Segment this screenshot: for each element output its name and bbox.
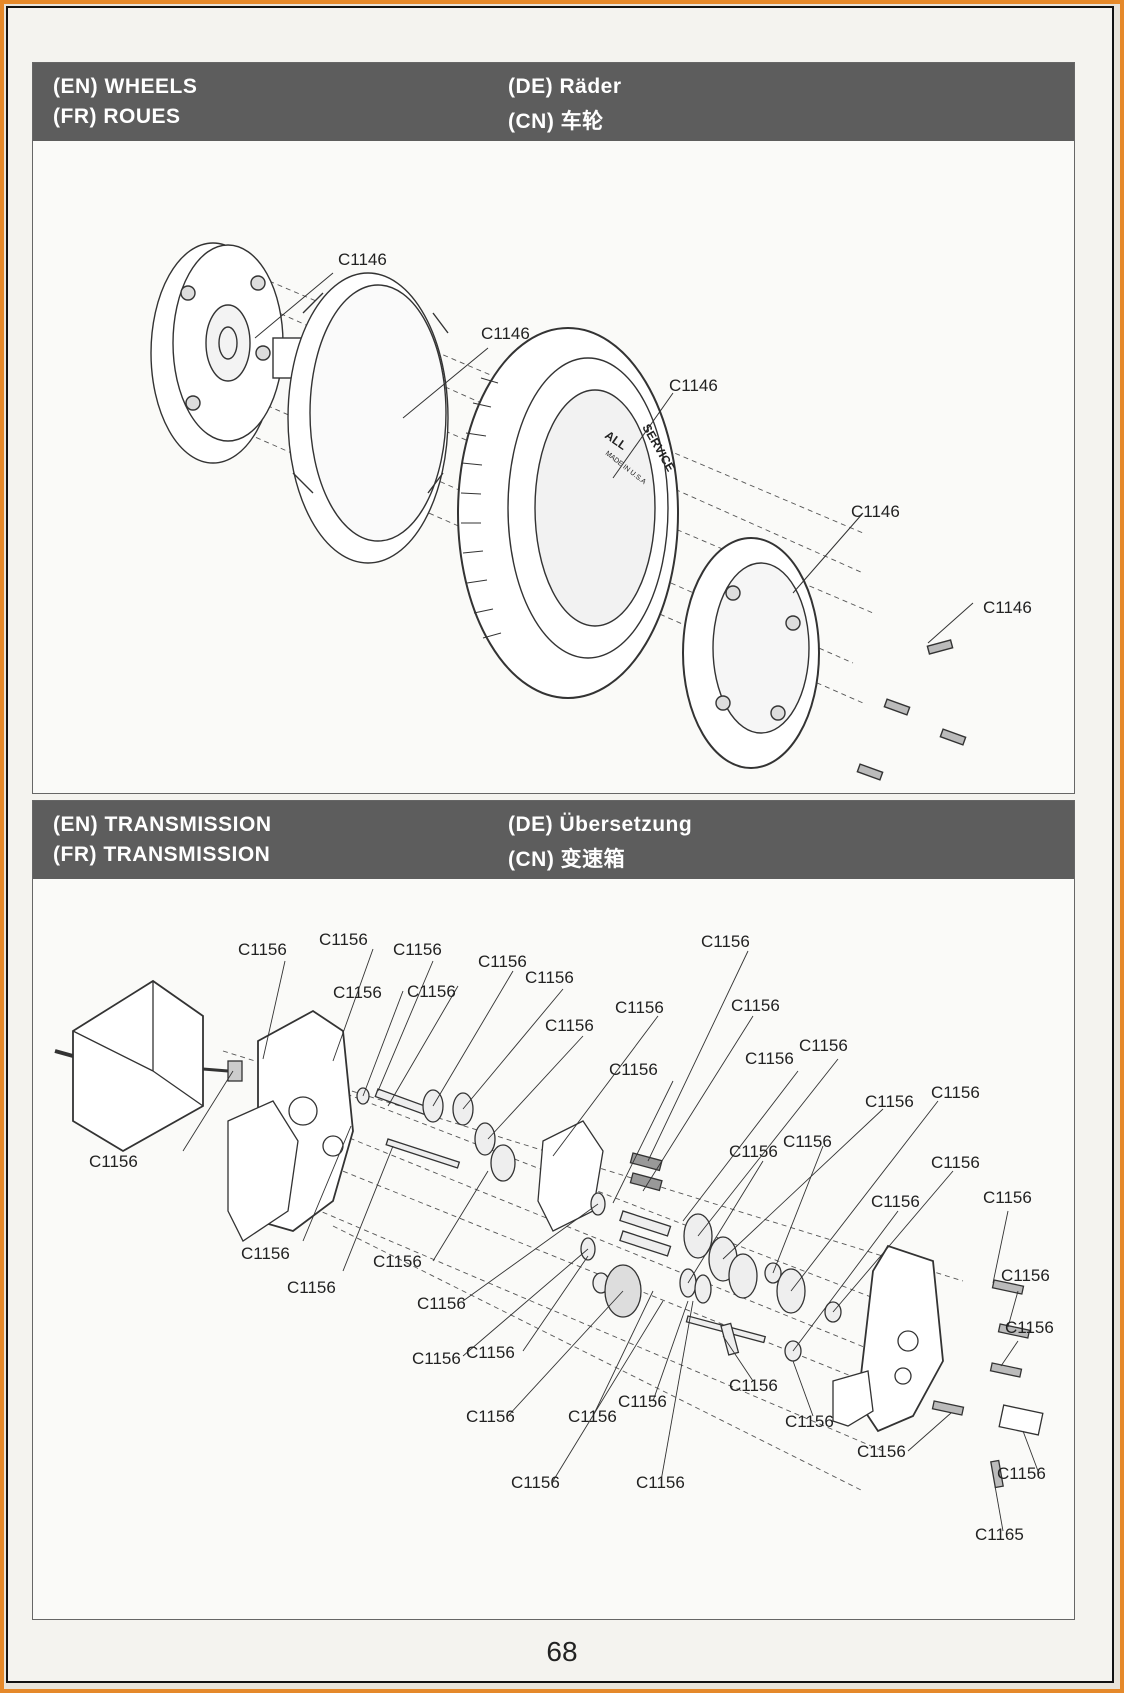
- header-fr: (FR) ROUES: [53, 105, 181, 128]
- label-screws: C1146: [983, 598, 1032, 617]
- beadlock-ring-part: [287, 272, 449, 564]
- label-c1156-14: C1156: [799, 1036, 848, 1055]
- header-cn: (CN) 变速箱: [508, 848, 626, 871]
- label-c1156-20: C1156: [871, 1192, 920, 1211]
- label-c1156-9: C1156: [615, 998, 664, 1017]
- leader-lines: [254, 272, 974, 644]
- hub-inner-part: [150, 242, 304, 464]
- screws: [931, 1279, 1044, 1489]
- label-c1156-1: C1156: [238, 940, 287, 959]
- transmission-header: (EN) TRANSMISSION (FR) TRANSMISSION (DE)…: [33, 801, 1074, 879]
- label-c1156-28: C1156: [417, 1294, 466, 1313]
- label-c1156-11: C1156: [731, 996, 780, 1015]
- label-c1156-6: C1156: [407, 982, 456, 1001]
- header-en: (EN) WHEELS: [53, 75, 198, 98]
- tire-part: [457, 327, 679, 699]
- label-c1165: C1165: [975, 1525, 1024, 1544]
- label-beadlock: C1146: [481, 324, 530, 343]
- label-c1156-24: C1156: [89, 1152, 138, 1171]
- label-c1156-25: C1156: [241, 1244, 290, 1263]
- leader-lines: [182, 948, 1039, 1532]
- label-c1156-35: C1156: [636, 1473, 685, 1492]
- motor-part: [54, 979, 243, 1153]
- label-c1156-31: C1156: [466, 1407, 515, 1426]
- header-en: (EN) TRANSMISSION: [53, 813, 272, 836]
- wheels-panel: (EN) WHEELS (FR) ROUES (DE) Räder (CN) 车…: [32, 62, 1075, 794]
- label-c1156-29: C1156: [412, 1349, 461, 1368]
- label-c1156-32: C1156: [568, 1407, 617, 1426]
- header-de: (DE) Räder: [508, 75, 622, 98]
- header-cn: (CN) 车轮: [508, 110, 604, 133]
- wheels-diagram: C1146 C1146 C1146 C1146 C1146 ALL SERVIC…: [150, 242, 1032, 781]
- label-c1156-4: C1156: [478, 952, 527, 971]
- wheels-header: (EN) WHEELS (FR) ROUES (DE) Räder (CN) 车…: [33, 63, 1074, 141]
- transmission-panel: (EN) TRANSMISSION (FR) TRANSMISSION (DE)…: [32, 800, 1075, 1620]
- label-c1156-15: C1156: [865, 1092, 914, 1111]
- label-hub-inner: C1146: [338, 250, 387, 269]
- label-c1156-33: C1156: [618, 1392, 667, 1411]
- label-tire: C1146: [669, 376, 718, 395]
- label-c1156-13: C1156: [745, 1049, 794, 1068]
- label-c1156-22: C1156: [1001, 1266, 1050, 1285]
- label-c1156-26: C1156: [287, 1278, 336, 1297]
- page-number: 68: [546, 1636, 578, 1667]
- screws: [856, 639, 967, 781]
- label-c1156-7: C1156: [525, 968, 574, 987]
- gears: [356, 1087, 842, 1362]
- label-c1156-12: C1156: [609, 1060, 658, 1079]
- label-c1156-21: C1156: [983, 1188, 1032, 1207]
- label-hub-outer: C1146: [851, 502, 900, 521]
- right-housing-part: [832, 1244, 944, 1433]
- label-c1156-36: C1156: [729, 1376, 778, 1395]
- label-c1156-16: C1156: [931, 1083, 980, 1102]
- label-c1156-38: C1156: [857, 1442, 906, 1461]
- label-c1156-2: C1156: [319, 930, 368, 949]
- label-c1156-19: C1156: [931, 1153, 980, 1172]
- transmission-diagram: C1156 C1156 C1156 C1156 C1156 C1156 C115…: [54, 930, 1054, 1544]
- label-c1156-17: C1156: [783, 1132, 832, 1151]
- label-c1156-27: C1156: [373, 1252, 422, 1271]
- label-c1156-23: C1156: [1005, 1318, 1054, 1337]
- left-housing-part: [227, 1009, 354, 1242]
- label-c1156-3: C1156: [393, 940, 442, 959]
- label-c1156-37: C1156: [785, 1412, 834, 1431]
- hub-outer-part: [682, 537, 820, 769]
- header-de: (DE) Übersetzung: [508, 813, 693, 836]
- label-c1156-10: C1156: [701, 932, 750, 951]
- label-c1156-8: C1156: [545, 1016, 594, 1035]
- label-c1156-34: C1156: [511, 1473, 560, 1492]
- label-c1156-18: C1156: [729, 1142, 778, 1161]
- label-c1156-5: C1156: [333, 983, 382, 1002]
- header-fr: (FR) TRANSMISSION: [53, 843, 271, 866]
- label-c1156-30: C1156: [466, 1343, 515, 1362]
- label-c1156-39: C1156: [997, 1464, 1046, 1483]
